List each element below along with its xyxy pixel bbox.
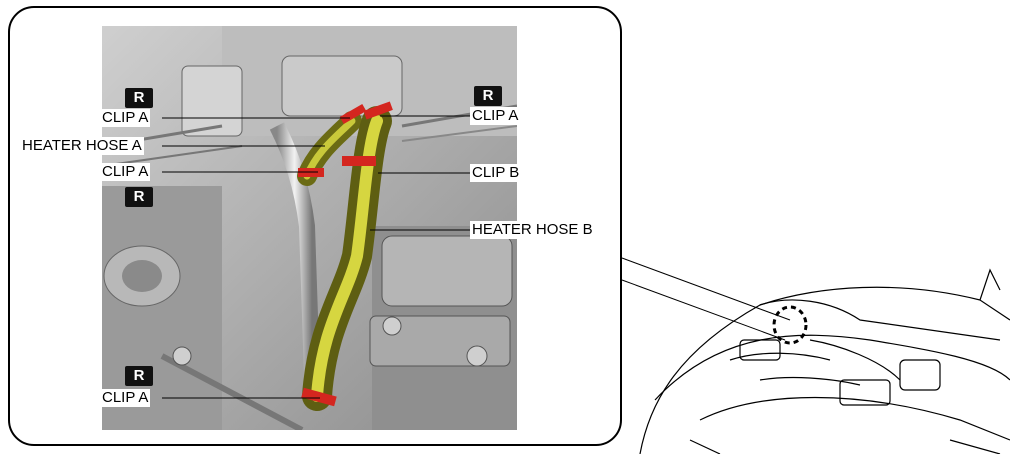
r-badge-left-mid: R	[125, 187, 153, 207]
location-marker	[772, 305, 808, 345]
r-badge-left-bottom: R	[125, 366, 153, 386]
label-clip-a-left-mid: CLIP A	[100, 163, 151, 181]
label-clip-a-right: CLIP A	[470, 107, 521, 125]
r-badge-right-top: R	[474, 86, 502, 106]
label-clip-a-left-top: CLIP A	[100, 109, 151, 127]
label-heater-hose-b: HEATER HOSE B	[470, 221, 595, 239]
engine-bay-illustration	[102, 26, 517, 430]
label-clip-a-left-bottom: CLIP A	[100, 389, 151, 407]
label-heater-hose-a: HEATER HOSE A	[20, 137, 144, 155]
label-clip-b: CLIP B	[470, 164, 522, 182]
r-badge-left-top: R	[125, 88, 153, 108]
callout-line-bottom	[621, 279, 786, 341]
callout-line-top	[621, 257, 791, 321]
